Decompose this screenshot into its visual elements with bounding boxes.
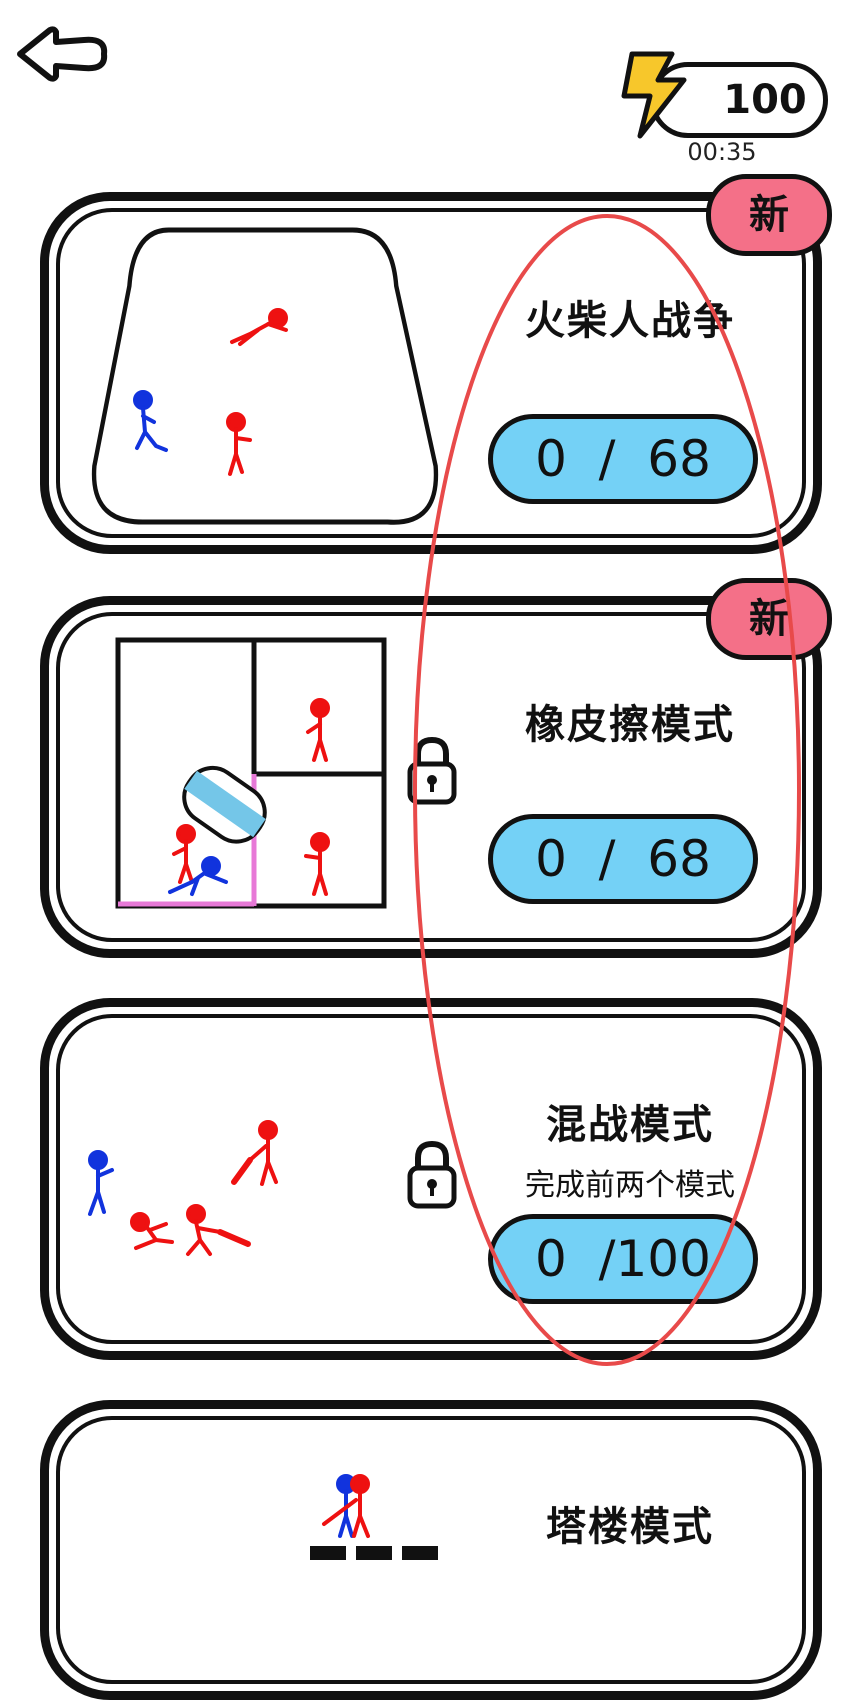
mode-progress-text: 0 /100 — [535, 1230, 711, 1288]
mode-title: 塔楼模式 — [546, 1504, 714, 1550]
mode-progress-text: 0 / 68 — [535, 830, 711, 888]
lock-icon — [407, 1140, 457, 1209]
mode-card-stickman-war[interactable]: 火柴人战争 0 / 68 — [40, 192, 822, 554]
mode-preview-image — [310, 1474, 438, 1560]
energy-pill: 100 — [650, 62, 828, 138]
energy-timer: 00:35 — [687, 138, 757, 166]
back-arrow-icon[interactable] — [14, 24, 110, 84]
mode-preview-image — [91, 227, 439, 525]
mode-preview-image — [115, 637, 387, 909]
mode-preview-image — [88, 1120, 278, 1256]
energy-value: 100 — [723, 77, 807, 123]
mode-card-eraser[interactable]: 橡皮擦模式 0 / 68 — [40, 596, 822, 958]
new-badge: 新 — [706, 174, 832, 256]
mode-title: 橡皮擦模式 — [525, 702, 735, 748]
mode-progress: 0 / 68 — [488, 814, 758, 904]
mode-title: 混战模式 — [546, 1102, 714, 1148]
mode-card-melee[interactable]: 混战模式 完成前两个模式 0 /100 — [40, 998, 822, 1360]
new-badge: 新 — [706, 578, 832, 660]
mode-title: 火柴人战争 — [525, 298, 735, 344]
mode-unlock-hint: 完成前两个模式 — [525, 1168, 735, 1203]
lock-icon — [407, 736, 457, 805]
lightning-icon — [621, 51, 687, 139]
mode-progress: 0 /100 — [488, 1214, 758, 1304]
mode-progress: 0 / 68 — [488, 414, 758, 504]
mode-card-tower[interactable]: 塔楼模式 — [40, 1400, 822, 1700]
mode-progress-text: 0 / 68 — [535, 430, 711, 488]
energy-counter: 100 00:35 — [610, 50, 832, 170]
